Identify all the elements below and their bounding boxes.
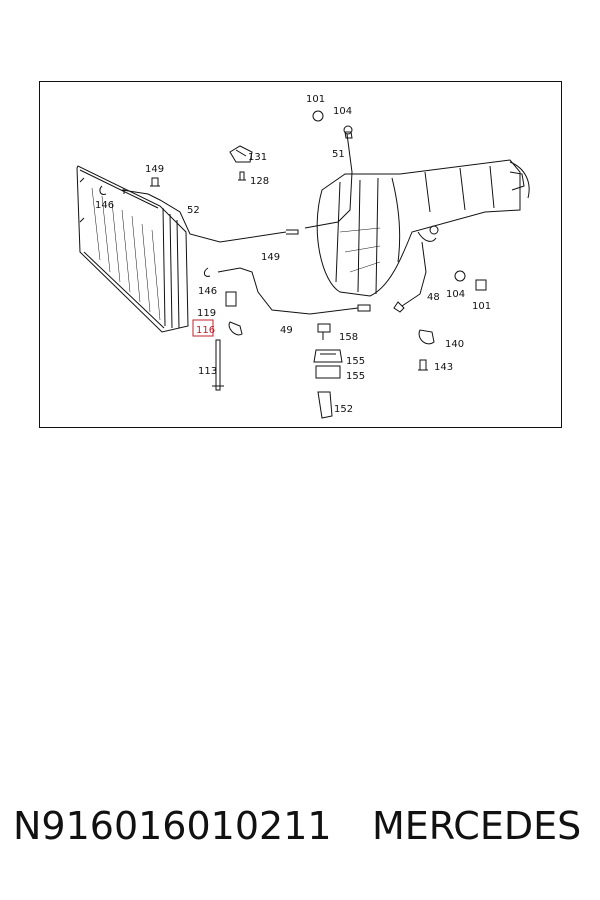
callout-131[interactable]: 131 (248, 152, 267, 163)
callout-158[interactable]: 158 (339, 332, 358, 343)
brand-name: MERCEDES (372, 804, 582, 848)
callout-104-right[interactable]: 104 (446, 289, 465, 300)
pipe-52 (121, 189, 287, 243)
callout-101-right[interactable]: 101 (472, 301, 491, 312)
callout-152[interactable]: 152 (334, 404, 353, 415)
callout-143[interactable]: 143 (434, 362, 453, 373)
callout-52[interactable]: 52 (187, 205, 200, 216)
transmission-drawing (316, 159, 530, 297)
callout-101[interactable]: 101 (306, 94, 325, 105)
pipe-48 (401, 241, 427, 307)
callout-51[interactable]: 51 (332, 149, 345, 160)
highlight-box (192, 319, 214, 337)
callout-149-mid[interactable]: 149 (261, 252, 280, 263)
callout-146-mid[interactable]: 146 (198, 286, 217, 297)
callout-104[interactable]: 104 (333, 106, 352, 117)
callout-140[interactable]: 140 (445, 339, 464, 350)
part-number: N916016010211 (13, 804, 332, 848)
callout-149-top[interactable]: 149 (145, 164, 164, 175)
callout-146-top[interactable]: 146 (95, 200, 114, 211)
callout-116[interactable]: 116 (196, 325, 215, 336)
callout-155-bottom[interactable]: 155 (346, 371, 365, 382)
callout-49[interactable]: 49 (280, 325, 293, 336)
callout-155-top[interactable]: 155 (346, 356, 365, 367)
oil-cooler-drawing (76, 165, 189, 333)
parts-diagram: 101 104 51 131 128 149 146 52 149 146 11… (39, 81, 562, 428)
callout-119[interactable]: 119 (197, 308, 216, 319)
pipe-49 (217, 267, 359, 315)
callout-128[interactable]: 128 (250, 176, 269, 187)
pipe-51 (304, 133, 353, 229)
callout-48[interactable]: 48 (427, 292, 440, 303)
footer: N916016010211 MERCEDES (0, 804, 600, 864)
callout-113[interactable]: 113 (198, 366, 217, 377)
